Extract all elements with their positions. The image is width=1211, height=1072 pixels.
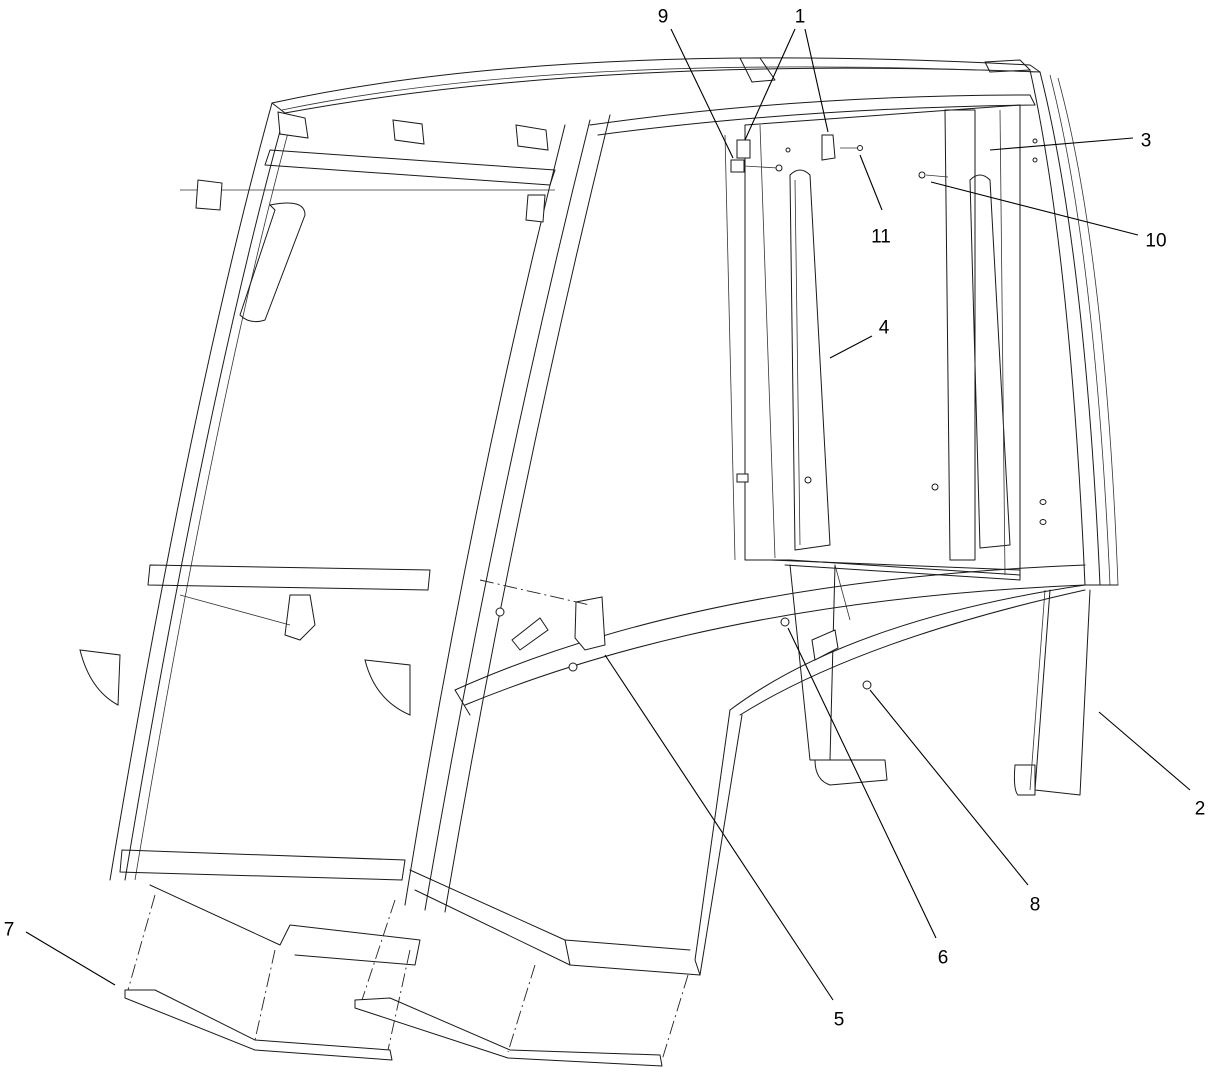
roof bbox=[271, 57, 1041, 136]
rear-right-pillar bbox=[1013, 69, 1119, 796]
callout-5: 5 bbox=[833, 1009, 845, 1031]
callout-11: 11 bbox=[871, 226, 891, 248]
callout-2: 2 bbox=[1194, 798, 1206, 820]
callout-9: 9 bbox=[657, 6, 669, 28]
callout-3: 3 bbox=[1140, 130, 1152, 152]
callout-7: 7 bbox=[3, 919, 15, 941]
step-boards bbox=[124, 884, 689, 1067]
callout-8: 8 bbox=[1029, 894, 1041, 916]
callout-6: 6 bbox=[937, 947, 949, 969]
callout-4: 4 bbox=[878, 317, 890, 339]
callout-10: 10 bbox=[1145, 230, 1167, 252]
callout-1: 1 bbox=[794, 6, 806, 28]
hardware bbox=[479, 134, 1047, 690]
side-door-frame bbox=[409, 564, 1086, 976]
front-windshield-frame bbox=[79, 102, 611, 913]
leader-lines bbox=[25, 28, 1191, 1001]
rear-panel bbox=[724, 104, 1021, 786]
